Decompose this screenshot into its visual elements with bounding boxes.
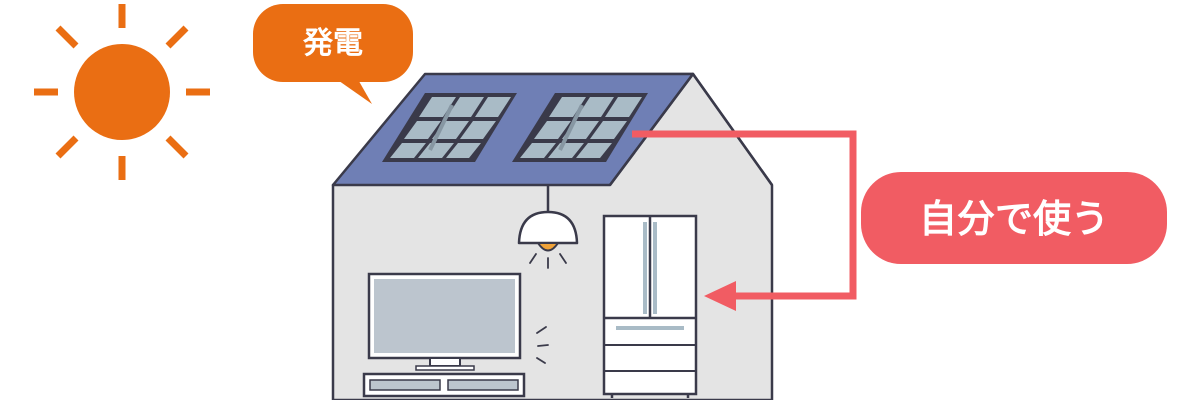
sun-rays bbox=[34, 4, 210, 180]
lamp-bulb bbox=[536, 242, 560, 252]
sun-disc bbox=[74, 44, 170, 140]
solar-panel-left bbox=[382, 93, 517, 162]
arrow-icon bbox=[632, 130, 857, 311]
pendant-lamp-icon bbox=[517, 186, 579, 269]
generation-bubble: 発電 bbox=[253, 4, 413, 104]
tv-screen bbox=[374, 279, 515, 353]
solar-panel-icon bbox=[382, 93, 648, 162]
solar-panel-right bbox=[512, 93, 648, 162]
self-use-label: 自分で使う bbox=[919, 197, 1109, 241]
television-icon bbox=[362, 272, 549, 398]
refrigerator-icon bbox=[602, 214, 698, 398]
generation-label: 発電 bbox=[302, 26, 363, 61]
sun-icon bbox=[34, 4, 210, 180]
self-use-bubble: 自分で使う bbox=[861, 172, 1167, 264]
